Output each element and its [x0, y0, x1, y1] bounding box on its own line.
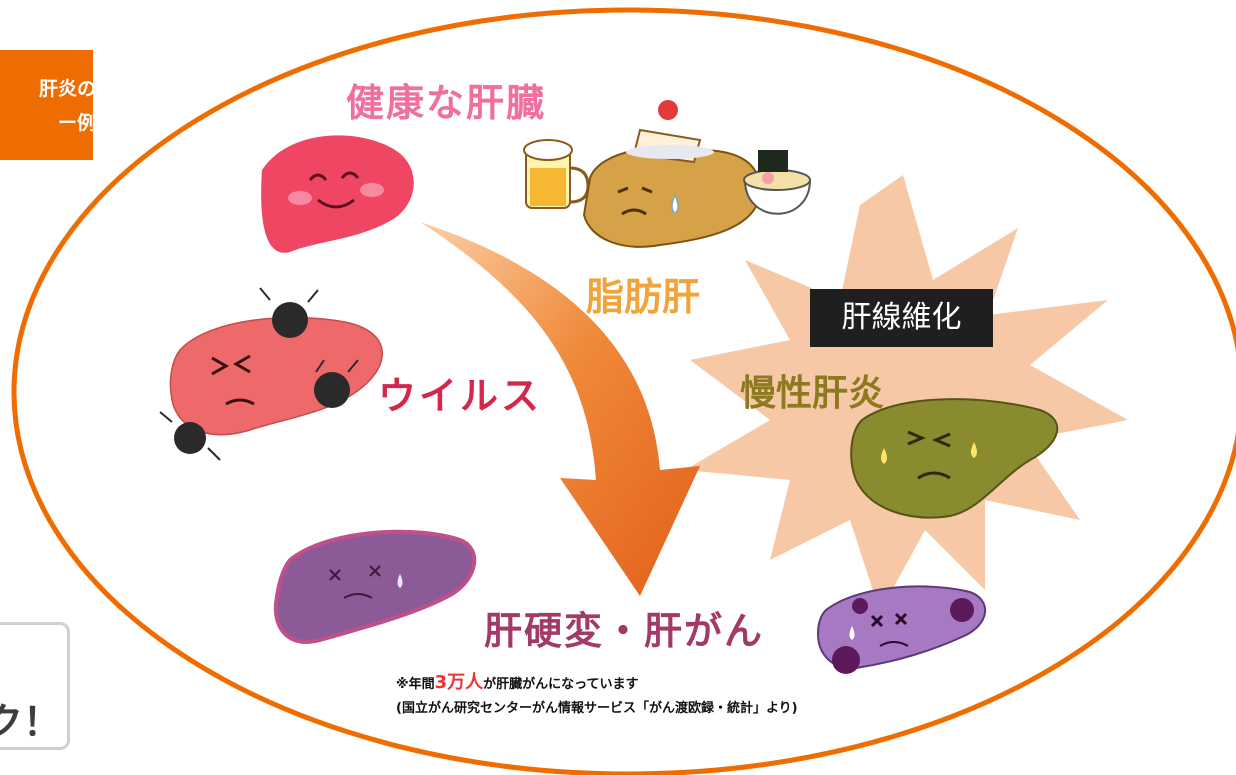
virus-label: ウイルス [378, 374, 543, 418]
fibrosis-label: 肝線維化 [810, 289, 993, 347]
fibrosis-starburst [685, 175, 1128, 612]
cirrhosis-liver-illustration [273, 529, 477, 644]
check-card-text: ク！ [0, 700, 61, 744]
check-card: ク！ [0, 622, 70, 750]
note-prefix: ※年間 [396, 677, 435, 692]
progression-arrow [420, 222, 700, 596]
chronic-hepatitis-label: 慢性肝炎 [740, 373, 885, 414]
note-suffix: が肝臓がんになっています [483, 677, 639, 692]
fatty-liver-label: 脂肪肝 [586, 275, 701, 319]
cancer-liver-illustration [816, 585, 987, 674]
side-box-line2: ー例 [57, 112, 93, 134]
virus-liver-illustration [159, 287, 384, 461]
annual-cases-note: ※年間3万人が肝臓がんになっています [396, 668, 639, 694]
side-box-line1: 肝炎の [38, 78, 93, 100]
healthy-liver-illustration [261, 135, 414, 253]
cirrhosis-cancer-label: 肝硬変・肝がん [484, 609, 765, 653]
hepatitis-example-box: 肝炎の ー例 [0, 50, 93, 160]
note-highlight: 3万人 [434, 672, 484, 693]
outer-ellipse [11, 7, 1236, 775]
healthy-liver-label: 健康な肝臓 [346, 81, 547, 125]
chronic-liver-illustration [850, 398, 1059, 519]
fatty-liver-illustration [523, 100, 812, 248]
source-note: (国立がん研究センターがん情報サービス「がん渡欧録・統計」より) [396, 701, 798, 716]
